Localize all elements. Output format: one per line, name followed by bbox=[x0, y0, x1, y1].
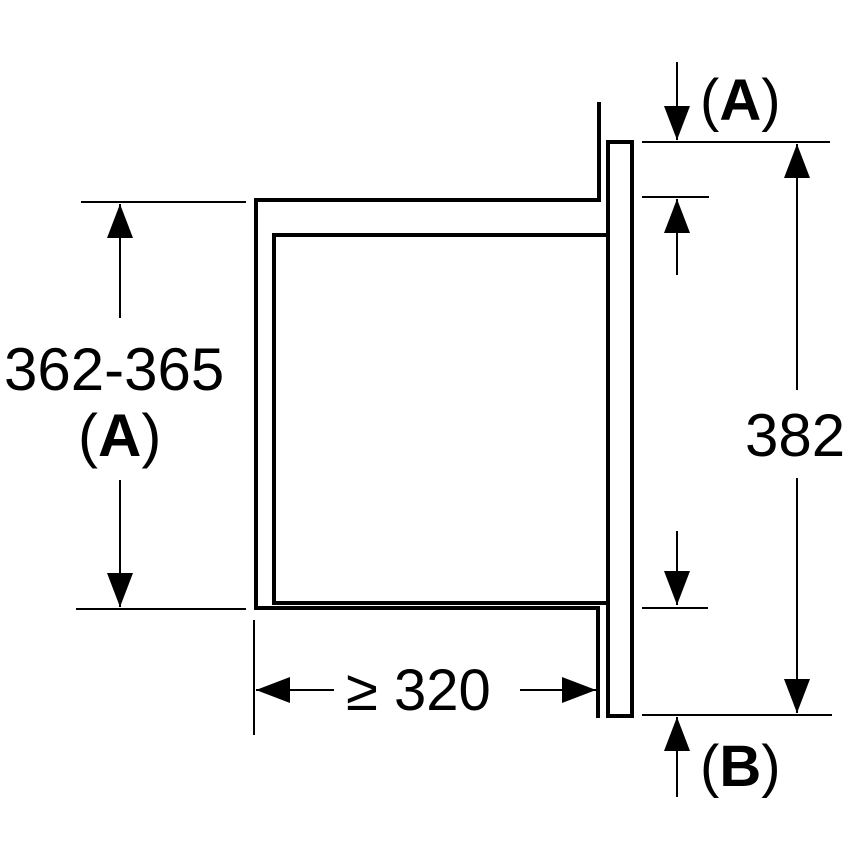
ref-a-top: A bbox=[719, 68, 762, 133]
appliance-height-dimension bbox=[642, 141, 832, 716]
niche-outline bbox=[254, 102, 601, 718]
appliance-body bbox=[272, 233, 606, 605]
niche-height-value: 362-365 bbox=[4, 336, 225, 403]
niche-height-label: 362-365 bbox=[4, 340, 224, 400]
niche-depth-label: ≥ 320 bbox=[346, 658, 491, 723]
niche-depth-dimension bbox=[253, 620, 596, 735]
ref-a: A bbox=[97, 402, 142, 469]
niche-height-ref-label: (A) bbox=[78, 402, 162, 469]
bottom-gap-ref-label: (B) bbox=[700, 734, 781, 799]
ref-b: B bbox=[719, 734, 762, 799]
top-gap-dimension bbox=[642, 62, 709, 275]
top-gap-ref-label: (A) bbox=[700, 68, 781, 133]
front-panel bbox=[606, 140, 634, 718]
niche-height-dimension bbox=[76, 201, 246, 610]
appliance-height-label: 382 bbox=[745, 402, 846, 469]
bottom-gap-dimension bbox=[642, 531, 708, 797]
